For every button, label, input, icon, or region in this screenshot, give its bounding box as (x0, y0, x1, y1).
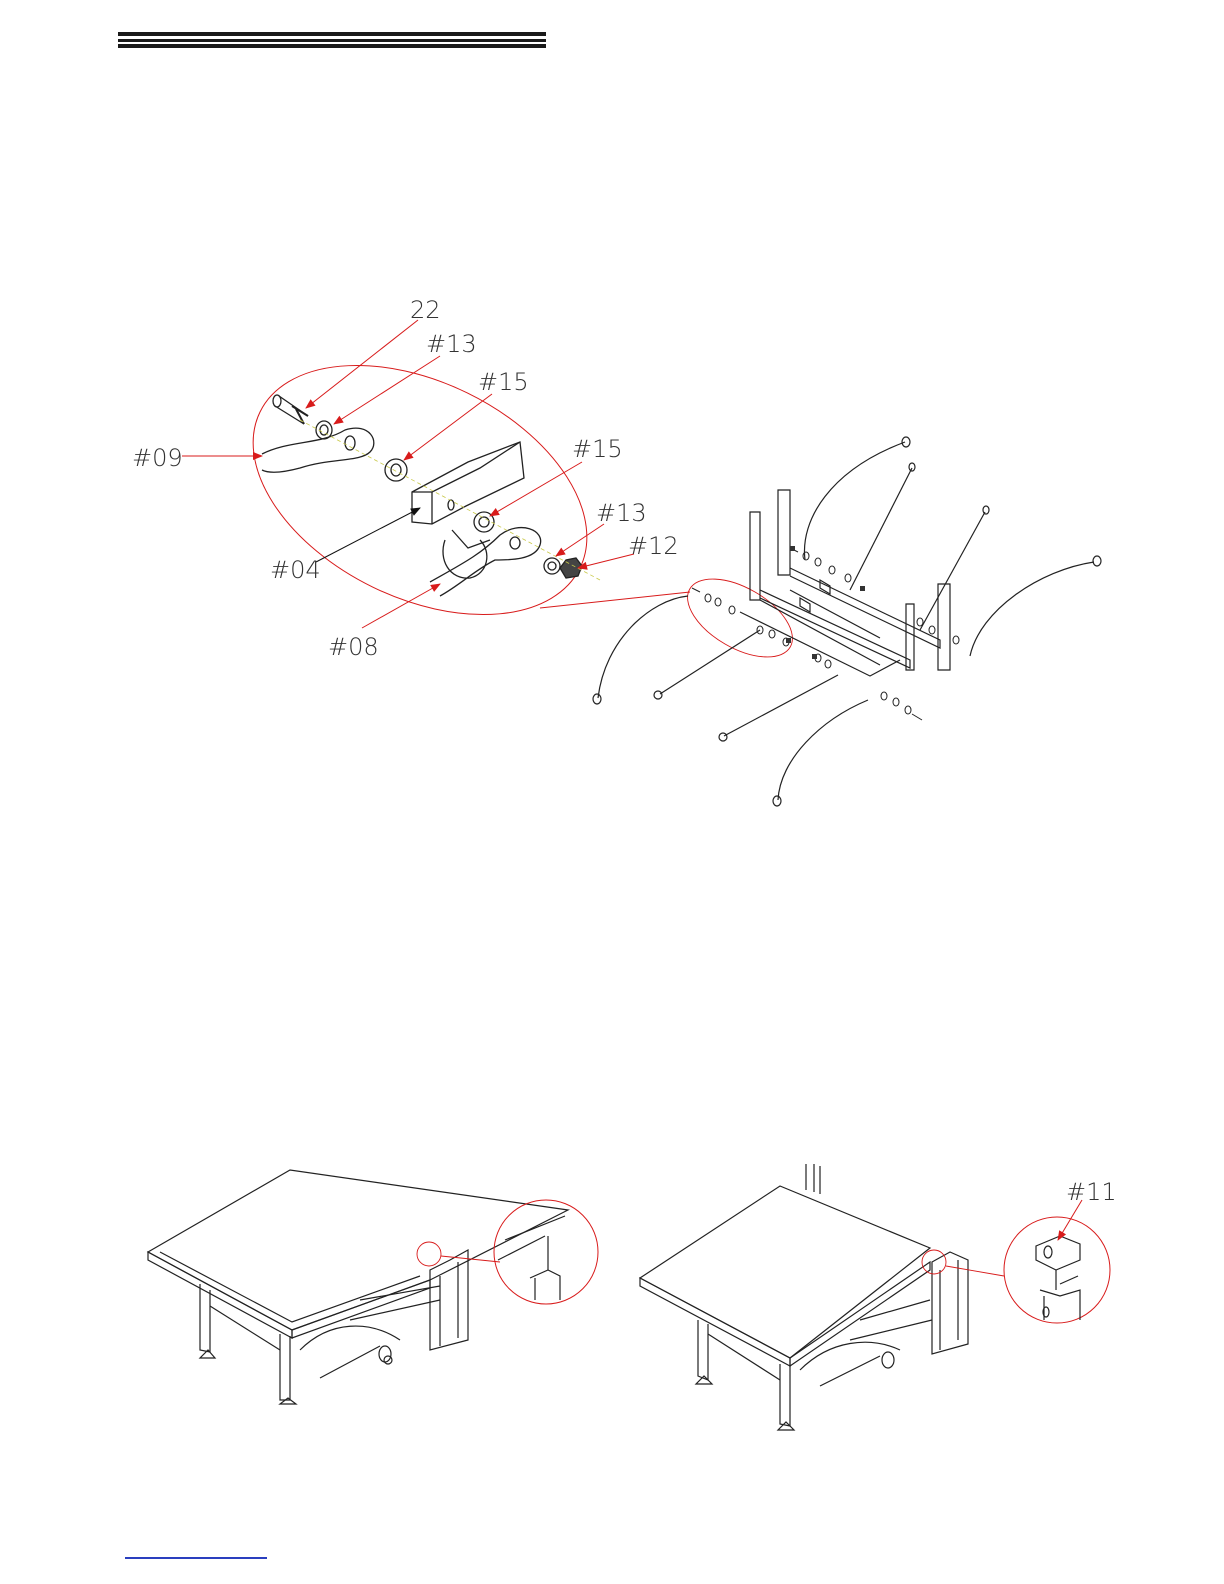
callout-arrow-11 (1058, 1200, 1082, 1240)
callout-15-upper: #15 (478, 368, 529, 396)
bolt-part (273, 395, 308, 424)
callout-arrow-04 (316, 508, 420, 562)
tube-04-part (412, 442, 524, 524)
arm-08-part (430, 528, 541, 596)
callout-labels: 22 #13 #15 #09 #15 #13 #12 #04 #08 (132, 296, 679, 661)
callout-04: #04 (270, 556, 321, 584)
footer-rule (125, 1557, 267, 1559)
callout-22: 22 (410, 296, 441, 324)
callout-15-lower: #15 (572, 435, 623, 463)
callout-09: #09 (132, 444, 183, 472)
callout-12: #12 (628, 532, 679, 560)
callout-arrows (182, 320, 634, 628)
callout-13-lower: #13 (596, 499, 647, 527)
spacer-part (385, 459, 407, 481)
detail-ellipse (213, 315, 628, 665)
callout-13-upper: #13 (426, 330, 477, 358)
bracket-11-part (1036, 1236, 1080, 1270)
callout-08: #08 (328, 633, 379, 661)
callout-11: #11 (1066, 1178, 1117, 1206)
table-assembled-left (148, 1170, 598, 1404)
table-assembled-right (640, 1164, 1110, 1430)
detail-leader-line (540, 592, 690, 608)
exploded-detail (213, 315, 690, 665)
frame-exploded-assembly (593, 437, 1101, 806)
